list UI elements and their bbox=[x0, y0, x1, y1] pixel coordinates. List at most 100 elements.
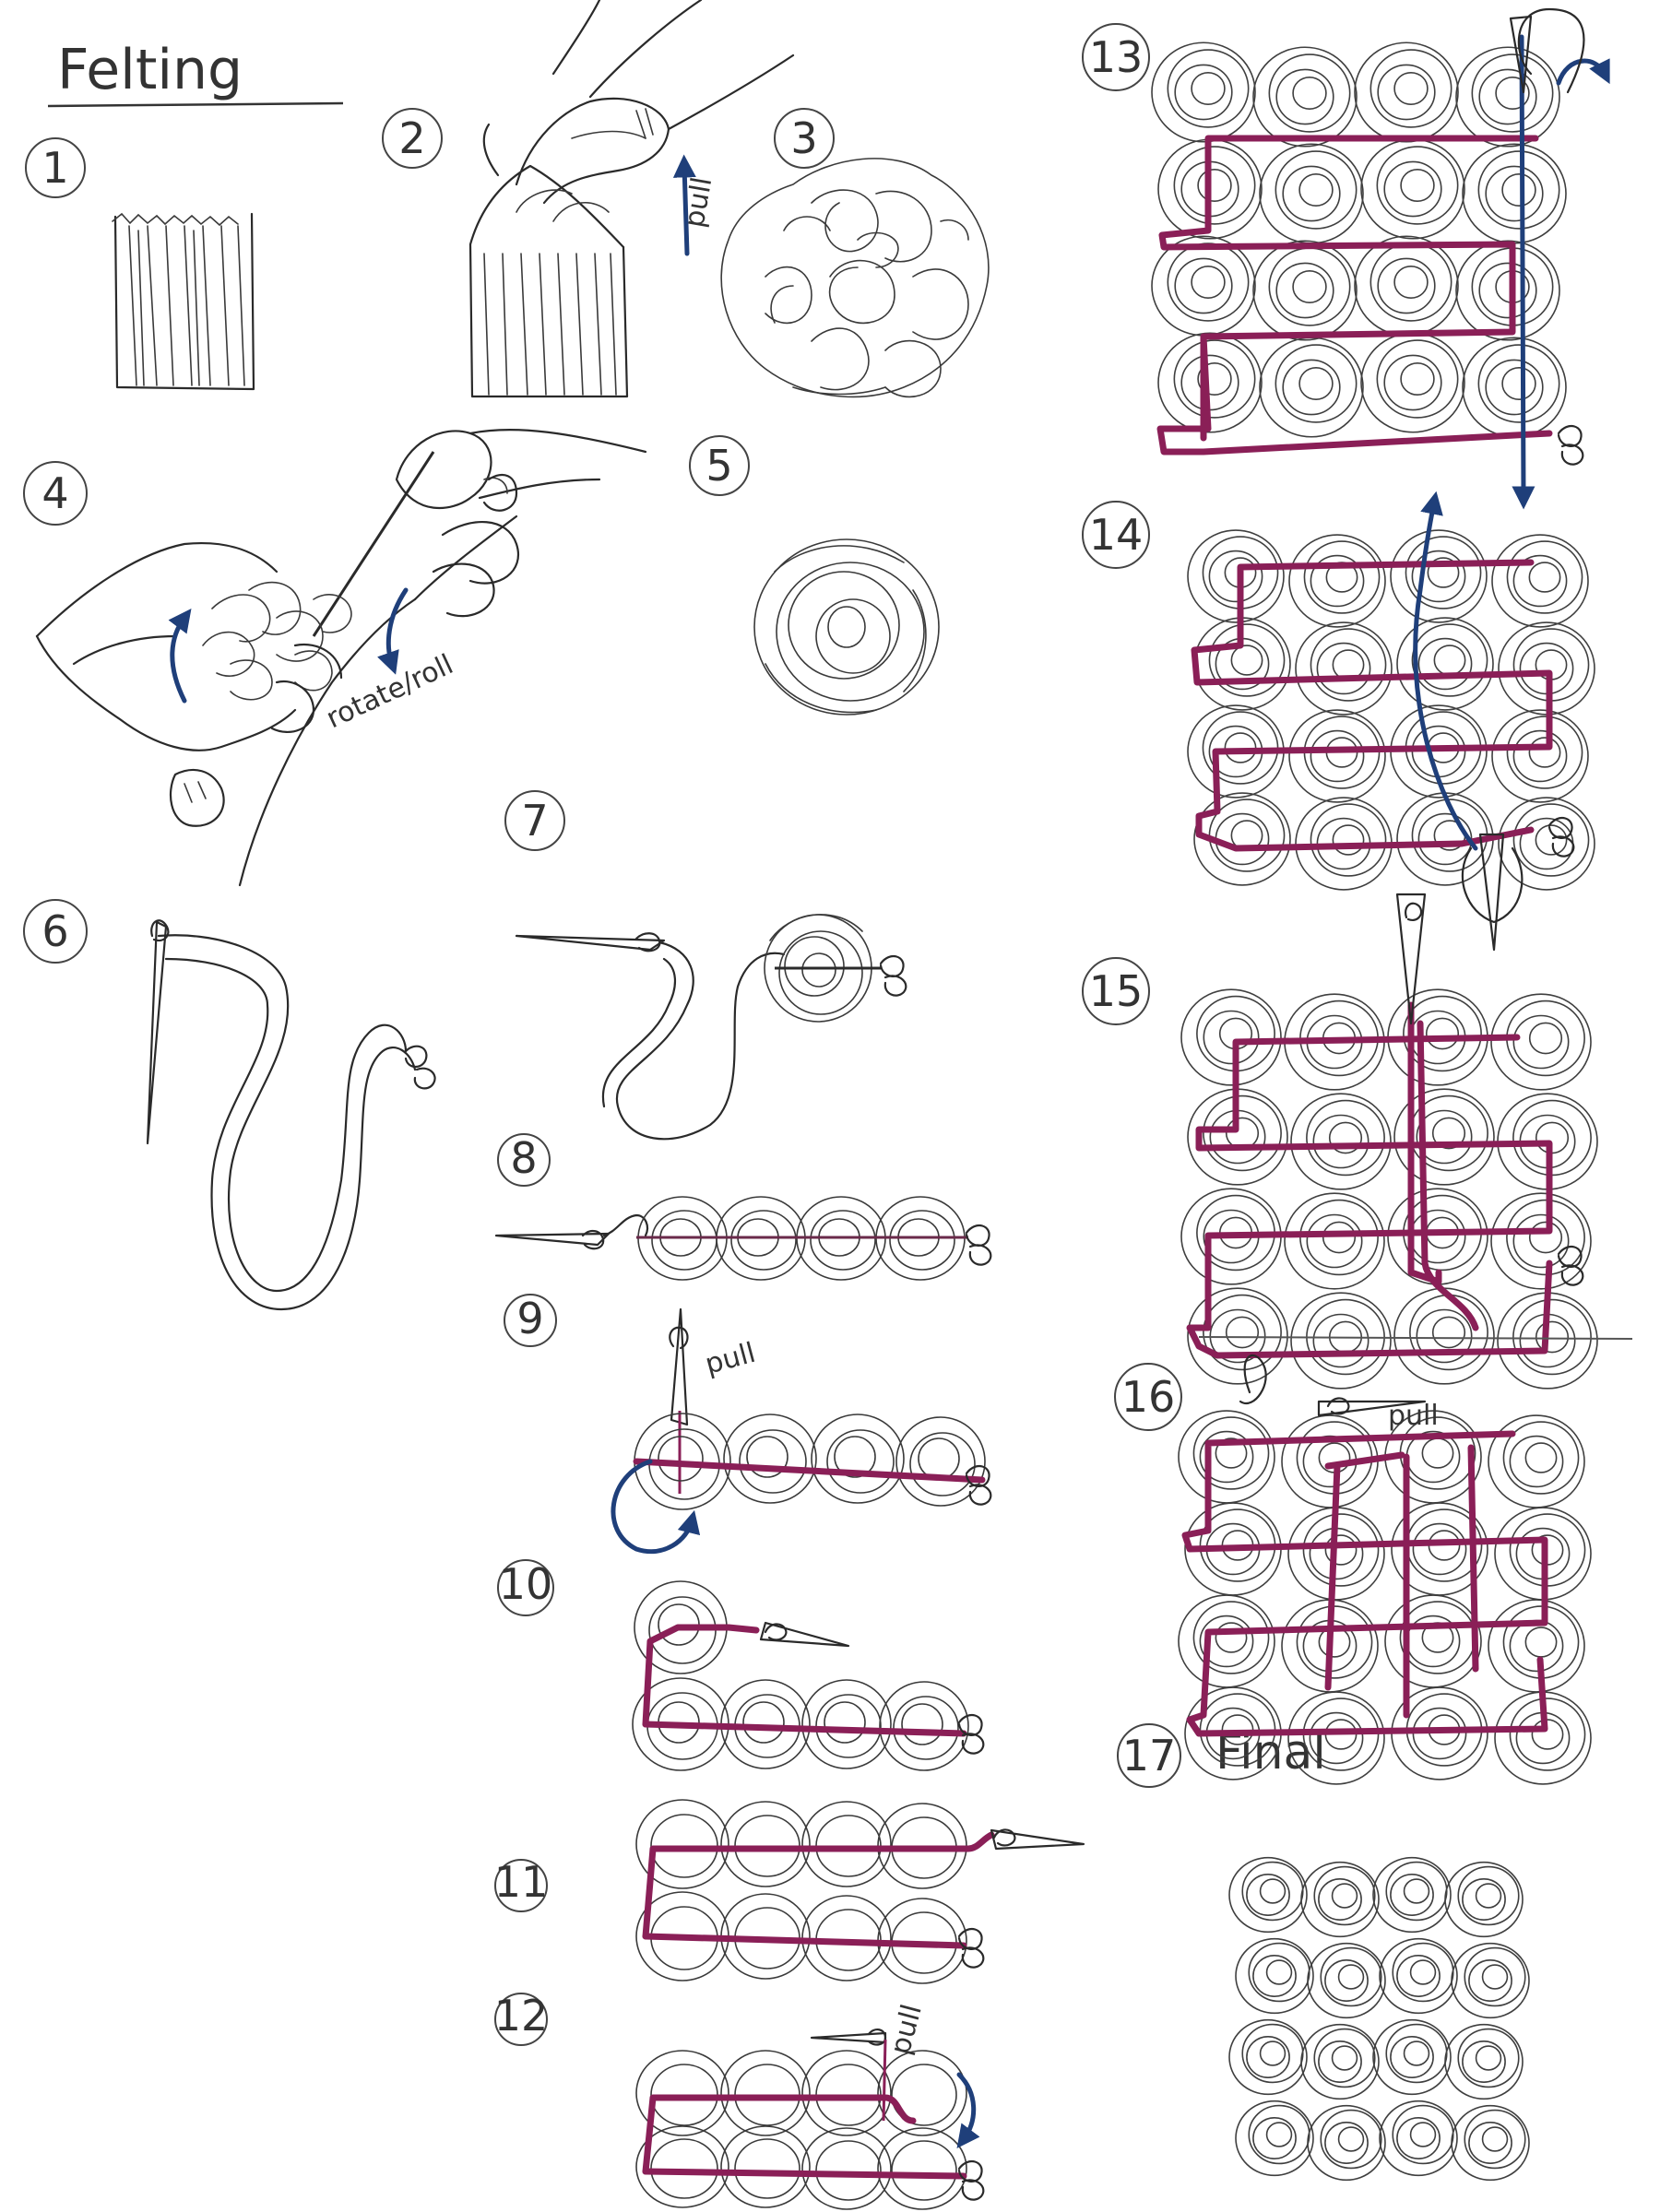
felt-ball bbox=[1491, 709, 1589, 803]
needle-direction-arrow-13 bbox=[1512, 34, 1536, 510]
yarn-path-15 bbox=[1186, 1034, 1553, 1359]
svg-text:16: 16 bbox=[1121, 1372, 1176, 1422]
yarn-loop-13 bbox=[1517, 7, 1585, 94]
felt-ball bbox=[1288, 534, 1386, 628]
pull-label-16: pull bbox=[1388, 1400, 1439, 1432]
felt-ball bbox=[1488, 1599, 1585, 1693]
knot-13 bbox=[1557, 424, 1584, 466]
step-label-6: 6 bbox=[23, 899, 88, 964]
step-label-9: 9 bbox=[504, 1294, 557, 1347]
ball-grid-final bbox=[1228, 1856, 1530, 2182]
needle-with-yarn bbox=[146, 919, 436, 1311]
felt-ball bbox=[1228, 2018, 1308, 2096]
felt-ball bbox=[1488, 1414, 1585, 1508]
yarn-loop-16 bbox=[1239, 1354, 1267, 1405]
needle-loop-14 bbox=[1461, 846, 1524, 924]
felt-ball bbox=[1187, 1287, 1288, 1385]
svg-text:2: 2 bbox=[398, 113, 425, 163]
svg-text:13: 13 bbox=[1089, 32, 1144, 82]
step-label-3: 3 bbox=[774, 108, 835, 169]
felt-ball bbox=[1354, 41, 1459, 143]
step-label-2: 2 bbox=[382, 108, 443, 169]
ball-grid-14 bbox=[1187, 529, 1595, 891]
tangled-ball bbox=[720, 158, 990, 398]
felted-ball bbox=[753, 538, 940, 716]
felt-ball bbox=[1462, 337, 1567, 438]
felt-ball bbox=[1252, 46, 1358, 148]
needle-14 bbox=[1478, 833, 1505, 952]
felt-ball bbox=[1151, 235, 1256, 337]
step-label-8: 8 bbox=[497, 1133, 551, 1187]
felt-ball bbox=[1300, 2023, 1380, 2100]
row-of-balls-11 bbox=[635, 1799, 1085, 1984]
step-label-13: 13 bbox=[1082, 23, 1150, 91]
felt-ball bbox=[1390, 529, 1488, 623]
needle-eye-15 bbox=[1405, 902, 1423, 921]
svg-text:14: 14 bbox=[1089, 510, 1144, 560]
felt-ball bbox=[1491, 534, 1589, 628]
row-of-balls-12 bbox=[635, 2029, 985, 2210]
fiber-hank-1 bbox=[112, 212, 255, 391]
step-label-10: 10 bbox=[497, 1559, 554, 1616]
row-of-balls-9 bbox=[633, 1307, 992, 1510]
yarn-path-13 bbox=[1156, 135, 1553, 455]
felt-ball bbox=[1151, 41, 1256, 143]
svg-text:17: 17 bbox=[1122, 1731, 1177, 1780]
felt-ball bbox=[1444, 1861, 1524, 1938]
step-label-4: 4 bbox=[23, 461, 88, 526]
felt-ball bbox=[1290, 1093, 1392, 1190]
felt-ball bbox=[1490, 993, 1592, 1091]
knot-14 bbox=[1547, 816, 1575, 858]
svg-text:9: 9 bbox=[516, 1294, 543, 1343]
felt-ball bbox=[1498, 797, 1595, 891]
svg-text:1: 1 bbox=[42, 143, 68, 193]
felt-ball bbox=[1379, 2100, 1458, 2177]
page-title: Felting bbox=[57, 38, 243, 102]
felt-ball bbox=[1372, 2018, 1452, 2096]
svg-text:4: 4 bbox=[42, 468, 68, 518]
felt-ball bbox=[1307, 1942, 1386, 2019]
svg-text:8: 8 bbox=[510, 1133, 537, 1183]
hand-pulling-fibers bbox=[468, 0, 795, 398]
felt-ball bbox=[1284, 1192, 1385, 1290]
rotate-arrow-up bbox=[168, 608, 192, 704]
felt-ball bbox=[1451, 2104, 1530, 2182]
felt-ball bbox=[1288, 709, 1386, 803]
felt-ball bbox=[1455, 46, 1560, 148]
row-of-balls-10 bbox=[632, 1580, 985, 1771]
felt-ball bbox=[1178, 1410, 1275, 1504]
ball-grid-15 bbox=[1180, 988, 1598, 1390]
felt-ball bbox=[1235, 2100, 1314, 2177]
wrap-arrow-9 bbox=[611, 1459, 701, 1555]
needle-eye-16 bbox=[1326, 1397, 1350, 1415]
felt-ball bbox=[1252, 240, 1358, 341]
step-label-5: 5 bbox=[689, 435, 750, 496]
fiber-clump-4 bbox=[202, 581, 352, 701]
felt-ball bbox=[1193, 617, 1291, 711]
felt-ball bbox=[1259, 337, 1364, 438]
step-label-16: 16 bbox=[1114, 1363, 1182, 1431]
felt-ball bbox=[1295, 621, 1393, 716]
felt-ball bbox=[1396, 617, 1494, 711]
felt-ball bbox=[1444, 2023, 1524, 2100]
felt-ball bbox=[1178, 1594, 1275, 1688]
svg-text:5: 5 bbox=[706, 441, 732, 491]
felt-ball bbox=[1259, 143, 1364, 244]
pull-label-12: pull bbox=[884, 2001, 929, 2058]
needle-through-ball bbox=[515, 914, 907, 1141]
rotate-arrow-down bbox=[377, 587, 409, 675]
step-label-12: 12 bbox=[494, 1991, 548, 2046]
step-label-14: 14 bbox=[1082, 501, 1150, 569]
felt-ball bbox=[1462, 143, 1567, 244]
felt-ball bbox=[1490, 1192, 1592, 1290]
pull-arrow-2 bbox=[672, 154, 696, 256]
hands-needle-felting bbox=[35, 428, 647, 887]
svg-text:10: 10 bbox=[499, 1559, 553, 1609]
yarn-path-16 bbox=[1181, 1430, 1548, 1737]
step-label-15: 15 bbox=[1082, 957, 1150, 1025]
svg-text:7: 7 bbox=[521, 796, 548, 846]
needle-direction-arrow-14 bbox=[1413, 491, 1478, 851]
felt-ball bbox=[1354, 235, 1459, 337]
felt-ball bbox=[1384, 1594, 1482, 1688]
